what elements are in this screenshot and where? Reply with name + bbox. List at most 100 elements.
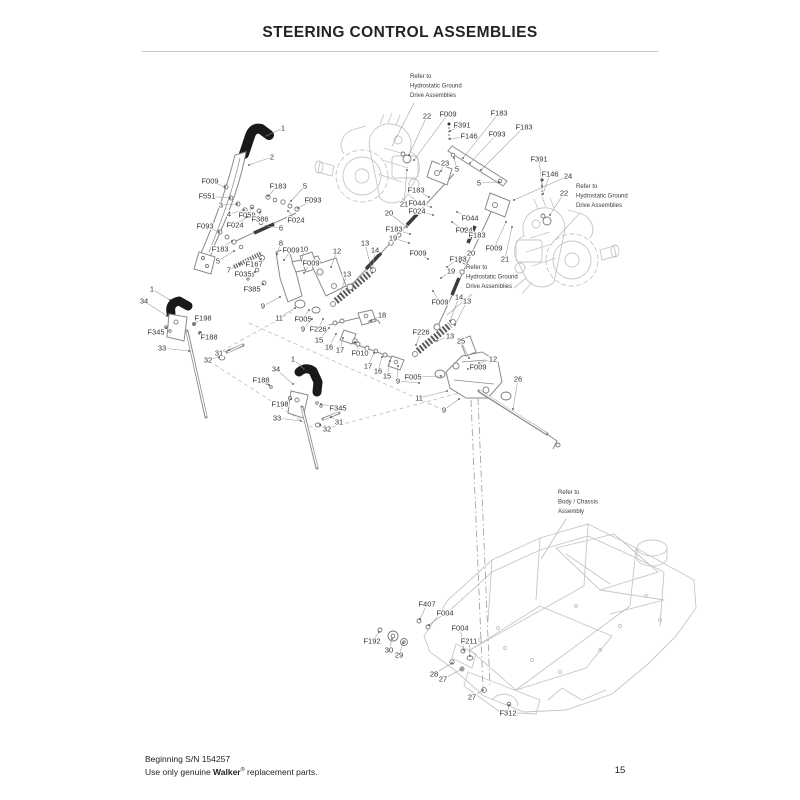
spring-left [330, 267, 376, 307]
footer: Beginning S/N 154257 Use only genuine Wa… [145, 753, 317, 779]
part-label-F044: F044 [408, 199, 425, 208]
leader-dot [311, 318, 313, 320]
part-label-F211: F211 [461, 637, 478, 646]
refer-note-line: Body / Chassis [558, 500, 598, 506]
leader-dot [446, 266, 448, 268]
control-rod-left [346, 173, 455, 291]
leader-dot [300, 420, 302, 422]
leader-dot [542, 193, 544, 195]
part-label-9: 9 [395, 377, 399, 386]
leader-dot [259, 211, 261, 213]
leader-line [507, 704, 510, 714]
part-label-9: 9 [442, 406, 446, 415]
part-label-F312: F312 [499, 709, 516, 718]
leader-line [317, 318, 324, 330]
leader-line [463, 228, 478, 236]
bellcrank-left [275, 247, 347, 314]
leader-line [512, 378, 519, 410]
leader-line [217, 250, 235, 262]
refer-note-line: Hydrostatic Ground [410, 84, 462, 90]
part-label-F059: F059 [238, 211, 255, 220]
part-label-22: 22 [423, 112, 431, 121]
part-label-33: 33 [158, 344, 166, 353]
leader-dot [218, 231, 220, 233]
leader-dot [260, 258, 262, 260]
leader-dot [451, 662, 453, 664]
part-label-32: 32 [204, 356, 212, 365]
leader-dot [459, 261, 461, 263]
leader-line [275, 368, 294, 385]
leader-line [418, 390, 448, 399]
leader-line [339, 337, 344, 351]
part-label-F009: F009 [201, 177, 218, 186]
part-label-27: 27 [468, 693, 476, 702]
leader-dot [166, 315, 168, 317]
leader-line [449, 124, 463, 132]
leader-dot [370, 320, 372, 322]
leader-line [228, 263, 241, 271]
leader-dot [389, 360, 391, 362]
leader-line [303, 262, 312, 274]
leader-dot [322, 318, 324, 320]
leader-line [468, 640, 471, 657]
leader-line [220, 203, 238, 206]
leader-line [459, 252, 472, 263]
leader-dot [279, 296, 281, 298]
leader-dot [469, 162, 471, 164]
note-leader-line [446, 293, 473, 316]
leader-dot [262, 283, 264, 285]
lever-base-plate [193, 251, 216, 275]
leader-line [397, 380, 420, 384]
leader-dot [308, 309, 310, 311]
leader-line [415, 189, 430, 198]
title-rule [142, 51, 658, 52]
leader-dot [408, 154, 410, 156]
leader-line [234, 216, 248, 226]
note-leader-line [540, 518, 567, 560]
leader-dot [303, 272, 305, 274]
part-label-27: 27 [439, 675, 447, 684]
leader-dot [469, 655, 471, 657]
part-label-F386: F386 [251, 215, 268, 224]
leader-line [302, 309, 310, 320]
part-label-F010: F010 [351, 349, 368, 358]
part-label-F009: F009 [485, 244, 502, 253]
leader-dot [287, 210, 289, 212]
lever-grip [239, 123, 274, 159]
refer-note-line: Hydrostatic Ground [576, 194, 628, 200]
leader-dot [458, 398, 460, 400]
part-label-F005: F005 [294, 315, 311, 324]
leader-dot [468, 357, 470, 359]
leader-line [454, 300, 468, 326]
leader-line [493, 221, 507, 249]
leader-line [265, 127, 284, 137]
part-label-F183: F183 [407, 186, 424, 195]
part-label-20: 20 [385, 209, 393, 218]
leader-dot [505, 221, 507, 223]
part-label-5: 5 [303, 182, 307, 191]
registered-mark: ® [240, 766, 245, 773]
leader-dot [199, 332, 201, 334]
part-label-11: 11 [275, 314, 283, 323]
leader-dot [229, 197, 231, 199]
leader-dot [478, 362, 480, 364]
part-label-15: 15 [383, 372, 391, 381]
leader-line [319, 424, 328, 430]
part-label-F345: F345 [329, 404, 346, 413]
leader-line [377, 356, 383, 372]
leader-dot [193, 323, 195, 325]
leader-line [367, 352, 375, 367]
leader-line [228, 209, 245, 215]
handle-grip [294, 364, 323, 397]
part-label-F391: F391 [530, 155, 547, 164]
part-label-F345: F345 [147, 328, 164, 337]
leader-line [370, 314, 383, 322]
part-label-F183: F183 [490, 109, 507, 118]
leader-line [364, 242, 372, 269]
part-label-21: 21 [501, 255, 509, 264]
part-label-19: 19 [389, 234, 397, 243]
leader-line [218, 349, 230, 354]
leader-line [462, 112, 500, 159]
leader-dot [462, 157, 464, 159]
leader-line [265, 225, 282, 229]
